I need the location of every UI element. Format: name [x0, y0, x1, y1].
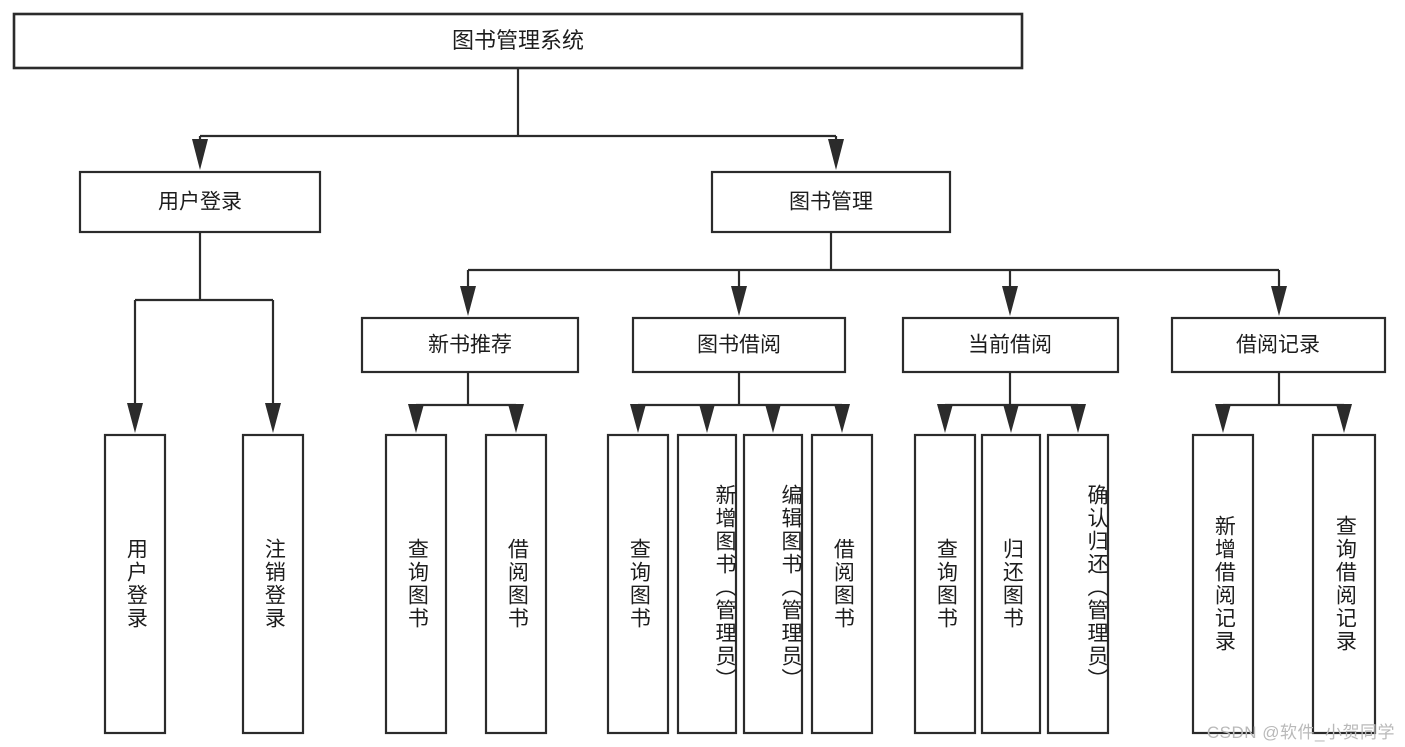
- node-root[interactable]: 图书管理系统: [12, 12, 1024, 70]
- leaf-query-record-rect[interactable]: [1311, 433, 1377, 735]
- node-book-borrow-label: 图书借阅: [697, 334, 781, 357]
- leaf-add-record-rect[interactable]: [1191, 433, 1255, 735]
- node-new-book-recommend[interactable]: 新书推荐: [360, 316, 580, 374]
- arrow-head-leaf-query-book-1: [408, 404, 424, 433]
- arrow-head-leaf-add-record: [1215, 404, 1231, 433]
- arrow-head-leaf-edit-book: [765, 404, 781, 433]
- node-book-manage[interactable]: 图书管理: [710, 170, 952, 234]
- leaf-edit-book-rect[interactable]: [742, 433, 804, 735]
- arrow-head-leaf-add-book: [699, 404, 715, 433]
- leaf-logout-rect[interactable]: [241, 433, 305, 735]
- arrow-head-book-manage: [828, 139, 844, 170]
- watermark-text: CSDN @软件_小贺同学: [1206, 723, 1395, 742]
- arrow-head-current-borrow: [1002, 286, 1018, 316]
- connector-layer: [127, 68, 1352, 433]
- arrow-head-borrow-record: [1271, 286, 1287, 316]
- leaf-borrow-book-1-rect[interactable]: [484, 433, 548, 735]
- node-user-login-rect[interactable]: [78, 170, 322, 234]
- leaf-add-book-rect[interactable]: [676, 433, 738, 735]
- node-new-book-recommend-rect[interactable]: [360, 316, 580, 374]
- node-root-label: 图书管理系统: [452, 28, 584, 53]
- node-layer: 图书管理系统 用户登录 图书管理 新书推荐 图书借阅 当前: [12, 12, 1387, 735]
- leaf-return-book-rect[interactable]: [980, 433, 1042, 735]
- arrow-head-book-borrow: [731, 286, 747, 316]
- node-user-login[interactable]: 用户登录: [78, 170, 322, 234]
- leaf-query-book-1-rect[interactable]: [384, 433, 448, 735]
- arrow-head-leaf-query-record: [1336, 404, 1352, 433]
- leaf-query-book-2-rect[interactable]: [606, 433, 670, 735]
- arrow-head-leaf-query-book-2: [630, 404, 646, 433]
- leaf-user-login-rect[interactable]: [103, 433, 167, 735]
- node-borrow-record-label: 借阅记录: [1236, 334, 1320, 357]
- leaf-confirm-return-rect[interactable]: [1046, 433, 1110, 735]
- arrow-head-leaf-query-book-3: [937, 404, 953, 433]
- node-book-manage-label: 图书管理: [789, 191, 873, 214]
- arrow-head-new-book-recommend: [460, 286, 476, 316]
- node-current-borrow-rect[interactable]: [901, 316, 1120, 374]
- arrow-head-leaf-confirm-return: [1070, 404, 1086, 433]
- leaf-layer: [103, 433, 1377, 735]
- node-user-login-label: 用户登录: [158, 191, 242, 214]
- node-new-book-recommend-label: 新书推荐: [428, 334, 512, 357]
- node-root-rect[interactable]: [12, 12, 1024, 70]
- arrow-head-user-login: [192, 139, 208, 170]
- arrow-head-leaf-borrow-book-2: [834, 404, 850, 433]
- node-current-borrow[interactable]: 当前借阅: [901, 316, 1120, 374]
- arrow-head-leaf-user-login: [127, 403, 143, 433]
- node-borrow-record[interactable]: 借阅记录: [1170, 316, 1387, 374]
- node-book-borrow-rect[interactable]: [631, 316, 847, 374]
- arrow-head-leaf-borrow-book-1: [508, 404, 524, 433]
- node-book-manage-rect[interactable]: [710, 170, 952, 234]
- leaf-query-book-3-rect[interactable]: [913, 433, 977, 735]
- node-current-borrow-label: 当前借阅: [968, 334, 1052, 357]
- arrow-head-leaf-return-book: [1003, 404, 1019, 433]
- node-borrow-record-rect[interactable]: [1170, 316, 1387, 374]
- arrow-head-leaf-logout: [265, 403, 281, 433]
- node-book-borrow[interactable]: 图书借阅: [631, 316, 847, 374]
- leaf-borrow-book-2-rect[interactable]: [810, 433, 874, 735]
